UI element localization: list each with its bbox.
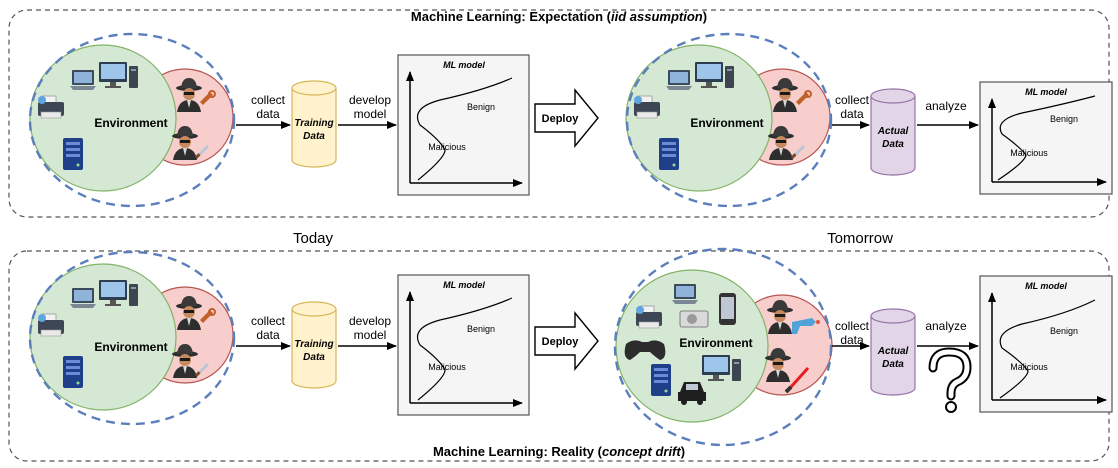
top-panel-frame [8, 9, 1110, 218]
dashed-boundary [28, 250, 236, 426]
ml-model-box: ML model Benign Malicious [397, 54, 530, 196]
tomorrow-label: Tomorrow [827, 230, 893, 247]
ml-model-box: ML model Benign Malicious [979, 275, 1113, 413]
laptop-icon [666, 70, 692, 90]
environment-label: Environment [690, 116, 763, 130]
smartphone-icon [719, 293, 736, 325]
dashed-boundary [625, 32, 833, 208]
develop-model-label: model [354, 107, 387, 121]
training-data-label: Training [294, 118, 333, 129]
training-data-label: Training [294, 339, 333, 350]
develop-model-label: develop [349, 93, 391, 107]
training-data-label: Data [303, 131, 325, 142]
malicious-label: Malicious [1010, 362, 1048, 372]
environment-label: Environment [94, 116, 167, 130]
analyze-label: analyze [925, 99, 967, 113]
ml-model-box: ML model Benign Malicious [979, 81, 1113, 195]
training-data-cylinder: Training Data [291, 301, 337, 389]
ml-model-title: ML model [1025, 281, 1067, 291]
gamepad-icon [624, 340, 666, 360]
analyze-label: analyze [925, 319, 967, 333]
deploy-arrow: Deploy [534, 88, 599, 148]
environment-cluster-bottom-left: Environment [28, 250, 236, 426]
environment-cluster-top-right: Environment [625, 32, 833, 208]
collect-data-label: data [840, 333, 864, 347]
collect-data-label: data [256, 328, 280, 342]
develop-model-label: model [354, 328, 387, 342]
hard-drive-icon [679, 310, 709, 328]
lightsaber-icon [784, 366, 810, 394]
collect-data-label: data [840, 107, 864, 121]
server-icon [63, 138, 83, 170]
decision-boundary [416, 77, 513, 181]
actual-data-cylinder: Actual Data [870, 308, 916, 396]
today-label: Today [293, 230, 334, 247]
training-data-label: Data [303, 352, 325, 363]
decision-boundary [416, 297, 513, 401]
collect-data-label: collect [835, 319, 870, 333]
collect-data-label: collect [251, 93, 286, 107]
environment-cluster-top-left: Environment [28, 32, 236, 208]
environment-label: Environment [94, 340, 167, 354]
ray-gun-icon [792, 318, 820, 334]
question-mark-icon: ? [927, 347, 972, 413]
develop-model-label: develop [349, 314, 391, 328]
ml-model-title: ML model [443, 280, 485, 290]
question-mark-glyph: ? [927, 351, 928, 353]
malicious-label: Malicious [1010, 148, 1048, 158]
laptop-icon [70, 70, 96, 90]
decision-boundary [999, 299, 1096, 399]
deploy-label: Deploy [542, 336, 580, 348]
dashed-boundary [28, 32, 236, 208]
training-data-cylinder: Training Data [291, 80, 337, 168]
deploy-arrow: Deploy [534, 311, 599, 371]
benign-label: Benign [1050, 114, 1078, 124]
actual-data-label: Data [882, 359, 904, 370]
ml-model-title: ML model [443, 60, 485, 70]
ml-model-title: ML model [1025, 87, 1067, 97]
server-icon [651, 364, 671, 396]
actual-data-label: Actual [877, 346, 909, 357]
server-icon [659, 138, 679, 170]
dashed-boundary [613, 247, 833, 447]
collect-data-label: collect [835, 93, 870, 107]
environment-cluster-bottom-right: Environment [613, 247, 833, 447]
server-icon [63, 356, 83, 388]
benign-label: Benign [467, 324, 495, 334]
environment-label: Environment [679, 336, 752, 350]
benign-label: Benign [467, 102, 495, 112]
collect-data-label: data [256, 107, 280, 121]
deploy-label: Deploy [542, 113, 580, 125]
laptop-icon [672, 284, 698, 304]
actual-data-label: Data [882, 139, 904, 150]
collect-data-label: collect [251, 314, 286, 328]
bottom-panel-title: Machine Learning: Reality (concept drift… [433, 444, 685, 459]
car-icon [678, 382, 706, 405]
malicious-label: Malicious [428, 362, 466, 372]
actual-data-cylinder: Actual Data [870, 88, 916, 176]
top-panel-title: Machine Learning: Expectation (iid assum… [411, 9, 707, 24]
laptop-icon [70, 288, 96, 308]
actual-data-label: Actual [877, 126, 909, 137]
decision-boundary [997, 95, 1096, 181]
benign-label: Benign [1050, 326, 1078, 336]
malicious-label: Malicious [428, 142, 466, 152]
ml-model-box: ML model Benign Malicious [397, 274, 530, 416]
